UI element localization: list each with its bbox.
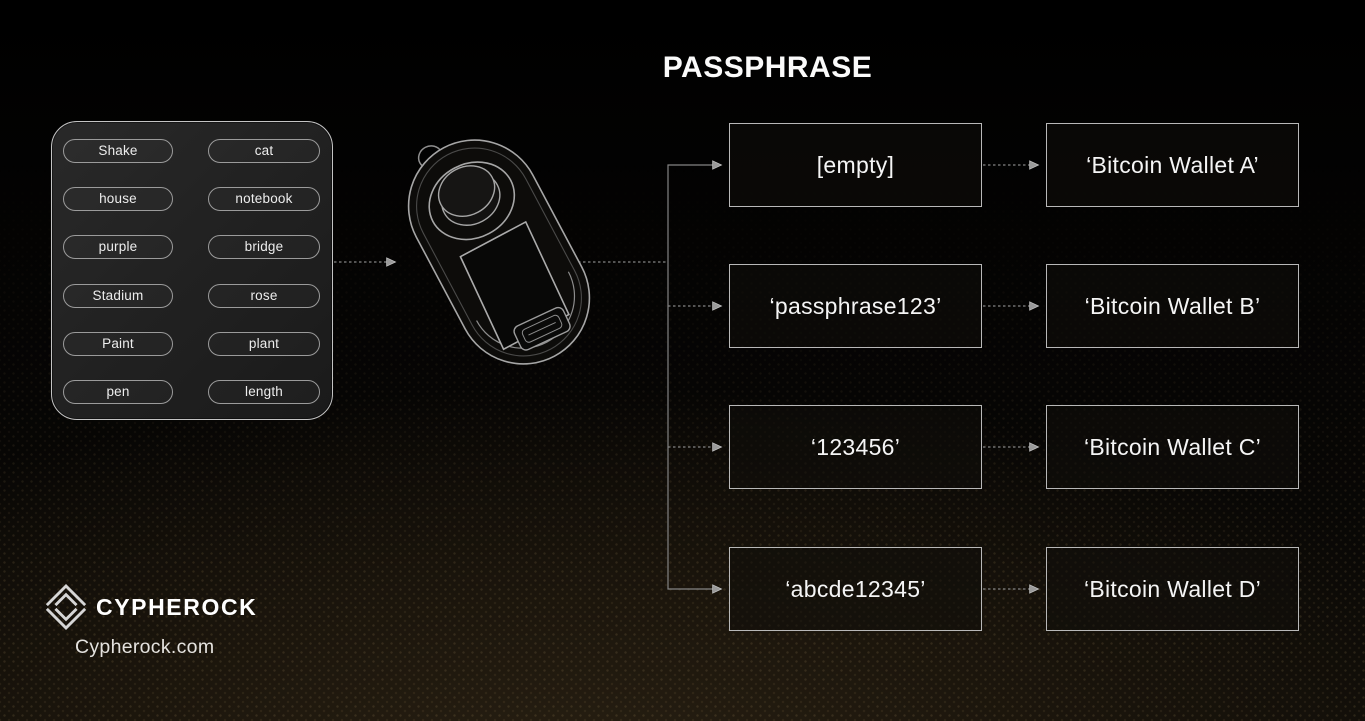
cypherock-diamond-logo-icon bbox=[45, 584, 87, 630]
brand-name: CYPHEROCK bbox=[96, 593, 258, 620]
device-body bbox=[407, 139, 591, 365]
joystick-ring bbox=[428, 161, 516, 241]
seed-word-pill: Paint bbox=[63, 331, 173, 356]
seed-word-pill: house bbox=[63, 187, 173, 212]
seed-word-pill: cat bbox=[208, 139, 320, 163]
seed-word-pill: Stadium bbox=[63, 283, 173, 308]
passphrase-box-empty: [empty] bbox=[729, 123, 982, 207]
wallet-box-c: ‘Bitcoin Wallet C’ bbox=[1046, 405, 1299, 489]
lanyard-loop bbox=[417, 145, 443, 170]
brand-lockup: CYPHEROCK bbox=[45, 584, 257, 630]
seed-word-pill: purple bbox=[63, 235, 173, 260]
joystick-base bbox=[441, 172, 501, 226]
wallet-box-d: ‘Bitcoin Wallet D’ bbox=[1046, 547, 1299, 631]
seed-words-card: Shake house purple Stadium Paint pen cat… bbox=[51, 121, 333, 420]
seed-word-pill: rose bbox=[208, 283, 320, 308]
connector-branch-4 bbox=[667, 262, 723, 594]
device-bottom-rim bbox=[476, 271, 576, 349]
seed-word-pill: plant bbox=[208, 331, 320, 356]
hardware-wallet-illustration bbox=[407, 139, 591, 365]
seed-word-pill: pen bbox=[63, 379, 173, 404]
seed-word-pill: notebook bbox=[208, 187, 320, 212]
wallet-box-b: ‘Bitcoin Wallet B’ bbox=[1046, 264, 1299, 348]
wallet-box-a: ‘Bitcoin Wallet A’ bbox=[1046, 123, 1299, 207]
device-screen bbox=[459, 220, 570, 351]
joystick-cap bbox=[437, 165, 496, 217]
page-title: PASSPHRASE bbox=[662, 51, 873, 84]
website-url: Cypherock.com bbox=[75, 636, 215, 658]
seed-word-pill: Shake bbox=[63, 139, 173, 163]
device-body-inner-edge bbox=[416, 147, 582, 357]
passphrase-box-abcde12345: ‘abcde12345’ bbox=[729, 547, 982, 631]
seed-words-column-1: Shake house purple Stadium Paint pen bbox=[63, 139, 173, 404]
seed-word-pill: bridge bbox=[208, 235, 320, 260]
seed-words-column-2: cat notebook bridge rose plant length bbox=[208, 139, 320, 404]
passphrase-box-123456: ‘123456’ bbox=[729, 405, 982, 489]
connector-branch-1 bbox=[667, 160, 723, 262]
passphrase-box-passphrase123: ‘passphrase123’ bbox=[729, 264, 982, 348]
usb-connector bbox=[513, 306, 571, 351]
seed-word-pill: length bbox=[208, 379, 320, 404]
